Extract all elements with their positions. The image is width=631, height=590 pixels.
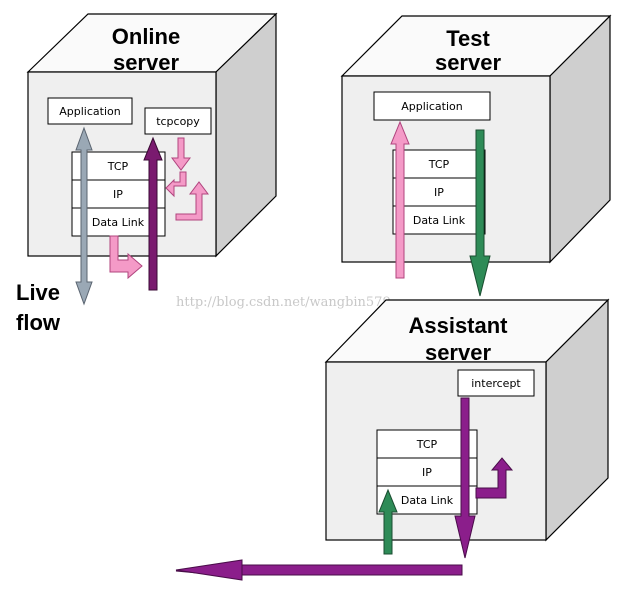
online-application-box [47,97,133,125]
bottom-purple-left-arrow-shaft [239,564,463,576]
online-pink-bent-arrow-2 [175,181,209,221]
online-pink-datalink-arrow [109,235,143,280]
watermark-text: http://blog.csdn.net/wangbin579 [176,295,391,310]
test-ip-label: IP [434,186,444,199]
online-datalink-label: Data Link [92,216,145,229]
test-datalink-label: Data Link [413,214,466,227]
online-title-line2: server [113,50,180,75]
assistant-title-line2: server [425,340,492,365]
bottom-purple-left-arrow-head [175,559,243,581]
assistant-purple-bent-arrow [475,457,514,499]
online-tcpcopy-label: tcpcopy [156,115,200,128]
assistant-ip-label: IP [422,466,432,479]
assistant-purple-down-arrow [454,397,476,559]
assistant-ip-layer [376,457,478,487]
online-pink-bent-arrow-1 [165,171,187,198]
live-flow-double-arrow [75,126,93,306]
online-tcpcopy-box [144,107,212,135]
assistant-intercept-label: intercept [471,377,521,390]
test-green-down-arrow [469,129,491,297]
assistant-title-line1: Assistant [408,313,508,338]
online-tcp-label: TCP [107,160,129,173]
assistant-datalink-label: Data Link [401,494,454,507]
assistant-tcp-layer [376,429,478,459]
test-pink-up-arrow [390,120,410,279]
online-ip-label: IP [113,188,123,201]
online-title-line1: Online [112,24,180,49]
online-purple-up-arrow [143,136,163,291]
online-pink-down-arrow [171,137,191,171]
test-title-line2: server [435,50,502,75]
assistant-green-up-arrow [378,488,398,555]
live-flow-line2: flow [16,310,61,335]
test-application-label: Application [401,100,462,113]
online-application-label: Application [59,105,120,118]
assistant-intercept-box [457,369,535,397]
assistant-tcp-label: TCP [416,438,438,451]
test-datalink-layer [392,205,486,235]
test-title-line1: Test [446,26,490,51]
test-tcp-label: TCP [428,158,450,171]
live-flow-line1: Live [16,280,60,305]
test-application-box [373,91,491,121]
